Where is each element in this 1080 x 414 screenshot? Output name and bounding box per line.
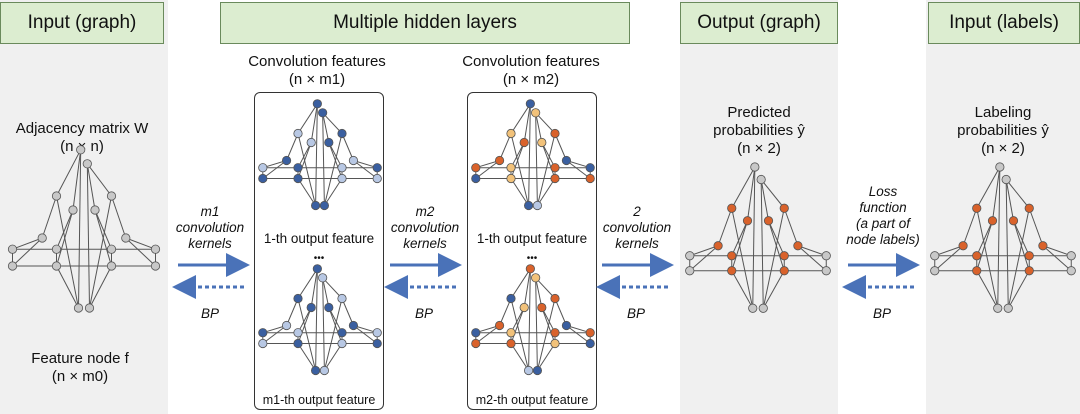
layer2-dim: (n × m2): [502, 71, 560, 88]
layer1-dim: (n × m1): [288, 71, 346, 88]
arrow1-line3: kernels: [188, 236, 232, 251]
arrow1-line2: convolution: [175, 220, 245, 235]
arrow1-label: m1 convolution kernels: [165, 204, 255, 252]
labels-dim: (n × 2): [981, 140, 1025, 157]
arrow3-line2: convolution: [602, 220, 672, 235]
arrow2-label: m2 convolution kernels: [380, 204, 470, 252]
arrow2-line1: m2: [415, 204, 435, 219]
arrow3-line1: 2: [633, 204, 641, 219]
bp-label-1: BP: [200, 306, 219, 321]
bp-label-3: BP: [626, 306, 645, 321]
output-dim: (n × 2): [737, 140, 781, 157]
layer1-dots: •••: [313, 253, 325, 264]
arrow4-line1: Loss: [868, 184, 898, 199]
arrow2-line2: convolution: [390, 220, 460, 235]
arrow1-line1: m1: [200, 204, 220, 219]
layer2-box: [467, 92, 597, 410]
layer2-dots: •••: [526, 253, 538, 264]
bp-label-2: BP: [414, 306, 433, 321]
layer2-first-output: 1-th output feature: [476, 231, 588, 246]
header-input-labels: Input (labels): [928, 2, 1080, 44]
header-output-graph: Output (graph): [680, 2, 838, 44]
feature-dim: (n × m0): [51, 368, 109, 385]
output-title-2: probabilities ŷ: [713, 122, 805, 139]
layer1-first-output: 1-th output feature: [263, 231, 375, 246]
layer1-box: [254, 92, 384, 410]
output-graph-panel: [680, 0, 838, 414]
feature-title: Feature node f: [31, 350, 129, 367]
output-title-1: Predicted: [727, 104, 791, 121]
adjacency-dim: (n × n): [60, 138, 104, 155]
arrow3-label: 2 convolution kernels: [592, 204, 682, 252]
arrow4-line2: function: [859, 200, 907, 215]
layer1-title: Convolution features: [248, 53, 386, 70]
header-hidden-layers: Multiple hidden layers: [220, 2, 630, 44]
layer1-last-output: m1-th output feature: [262, 393, 376, 407]
input-graph-panel: [0, 0, 168, 414]
labels-title-1: Labeling: [974, 104, 1032, 121]
input-labels-panel: [926, 0, 1080, 414]
arrow4-line3: (a part of: [855, 216, 911, 231]
arrow4-line4: node labels): [846, 232, 920, 247]
arrow2-line3: kernels: [403, 236, 447, 251]
adjacency-title: Adjacency matrix W: [15, 120, 149, 137]
arrow3-line3: kernels: [615, 236, 659, 251]
labels-title-2: probabilities ŷ: [957, 122, 1049, 139]
arrow4-label: Loss function (a part of node labels): [838, 184, 928, 248]
header-input-graph: Input (graph): [0, 2, 164, 44]
layer2-last-output: m2-th output feature: [475, 393, 589, 407]
bp-label-4: BP: [872, 306, 891, 321]
layer2-title: Convolution features: [462, 53, 600, 70]
